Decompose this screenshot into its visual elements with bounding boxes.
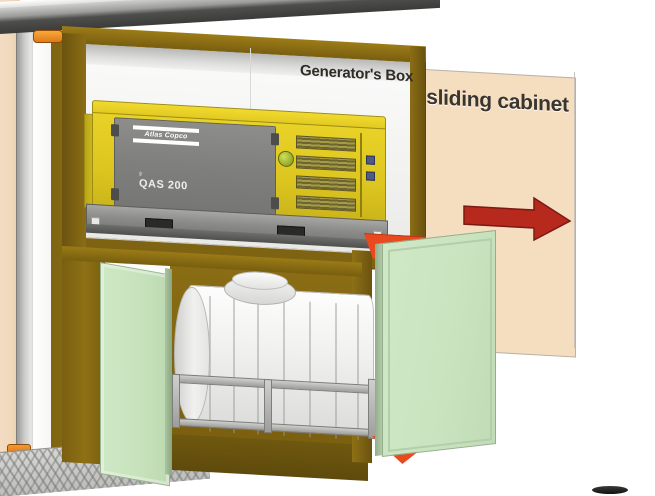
generator-door-hinge (111, 188, 119, 201)
marker-light-icon (33, 30, 63, 43)
generator-louver-panel (288, 127, 380, 220)
generator-door-hinge (271, 197, 279, 210)
generator-set: Atlas Copco ℣ QAS 200 (84, 100, 388, 250)
generator-access-door: Atlas Copco ℣ QAS 200 (111, 117, 279, 217)
generator-louver (296, 175, 356, 192)
cabinet-left-door-edge (165, 268, 172, 476)
water-tank (170, 270, 382, 441)
tank-rib (357, 304, 359, 441)
tank-rib (309, 301, 311, 438)
tank-rib (257, 298, 259, 435)
generator-indicator-icon (366, 155, 375, 165)
tank-rib (283, 299, 285, 437)
cabinet-left-wall (62, 250, 105, 465)
tank-frame-leg (264, 378, 272, 434)
generator-door-hinge (271, 133, 279, 146)
generator-louver (296, 155, 356, 172)
vehicle-inner-panel (33, 30, 55, 474)
cabinet-left-door[interactable] (100, 262, 170, 487)
tank-rib (233, 297, 235, 434)
generator-door-hinge (111, 124, 119, 137)
generator-louver (296, 195, 356, 212)
atlas-copco-logo: Atlas Copco (133, 125, 199, 153)
generator-indicator-icon (366, 171, 375, 181)
generator-box-left-wall (62, 33, 86, 251)
tank-rib (335, 302, 337, 440)
cabinet-right-door-frame (388, 238, 492, 452)
slide-direction-arrow (462, 192, 572, 244)
generator-panel-seam (360, 132, 362, 218)
generator-model-plate: ℣ QAS 200 (139, 172, 219, 196)
generator-louver (296, 135, 356, 152)
vehicle-left-wall (0, 0, 20, 474)
tank-frame-leg (172, 373, 180, 429)
generator-gauge-icon (278, 150, 294, 168)
tank-shell (186, 284, 374, 441)
bottom-right-object (592, 486, 628, 494)
